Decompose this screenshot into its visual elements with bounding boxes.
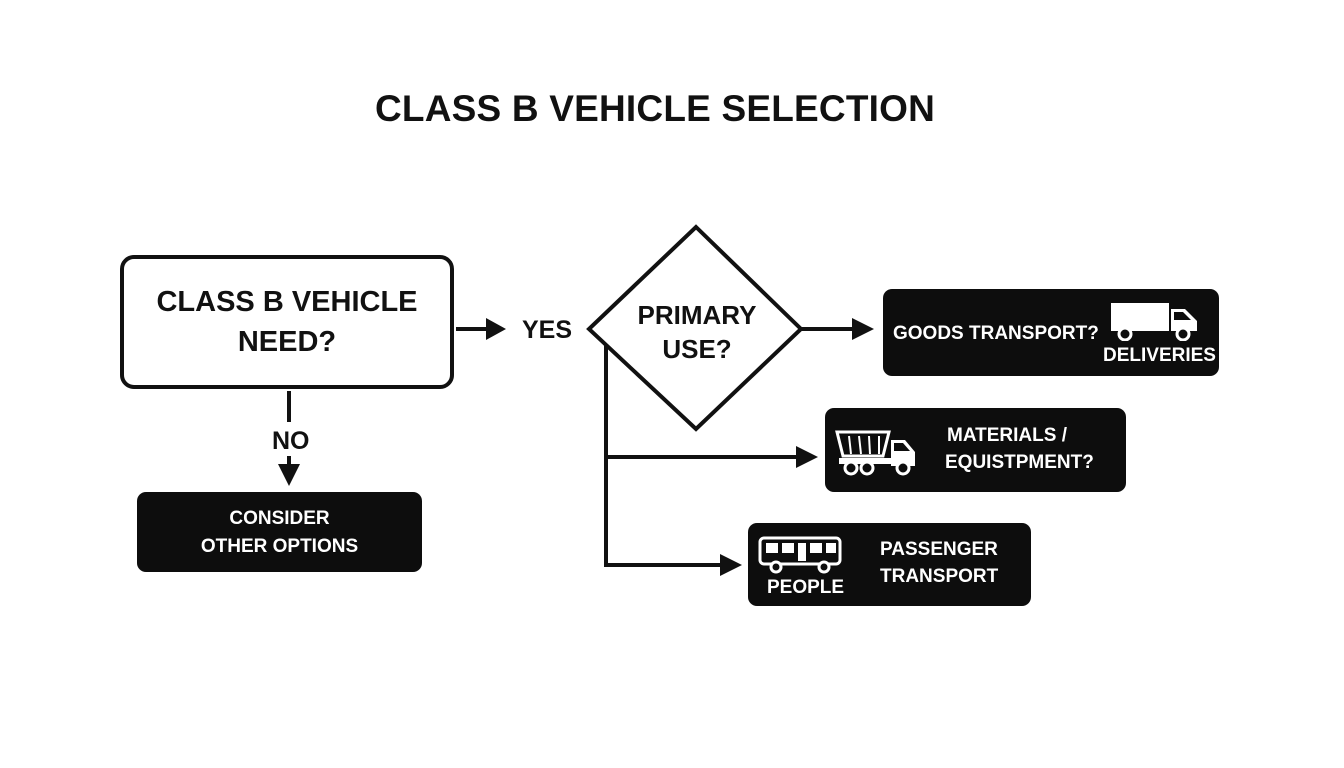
decision-line2: USE? [662, 334, 732, 364]
box-truck-icon [1111, 303, 1197, 341]
bus-icon [758, 536, 842, 574]
decision-line1: PRIMARY [637, 300, 757, 330]
start-line1: CLASS B VEHICLE [156, 286, 418, 318]
consider-box: CONSIDER OTHER OPTIONS [137, 492, 422, 572]
materials-line2: EQUISTPMENT? [945, 452, 1094, 473]
goods-question: GOODS TRANSPORT? [893, 323, 1099, 344]
decision-text: PRIMARY USE? [614, 298, 780, 366]
passenger-line2: TRANSPORT [880, 566, 999, 587]
materials-box: MATERIALS / EQUISTPMENT? [825, 408, 1126, 492]
start-line2: NEED? [237, 326, 337, 358]
arrowhead-goods [852, 318, 874, 340]
diagram-title: CLASS B VEHICLE SELECTION [374, 88, 936, 129]
materials-line1: MATERIALS / [947, 425, 1067, 446]
passenger-sublabel: PEOPLE [767, 577, 845, 598]
consider-line2: OTHER OPTIONS [200, 536, 359, 557]
yes-label: YES [522, 316, 573, 344]
arrowhead-passenger [720, 554, 742, 576]
dump-truck-icon [835, 430, 915, 476]
arrowhead-consider [278, 464, 300, 486]
consider-line1: CONSIDER [229, 508, 330, 529]
start-box: CLASS B VEHICLE NEED? [120, 255, 454, 389]
passenger-line1: PASSENGER [880, 539, 998, 560]
passenger-box: PASSENGER TRANSPORT PEOPLE [748, 523, 1031, 606]
goods-box: GOODS TRANSPORT? DELIVERIES [883, 289, 1219, 376]
arrowhead-yes [486, 318, 506, 340]
decision-diamond [586, 224, 804, 432]
arrowhead-materials [796, 446, 818, 468]
no-label: NO [272, 427, 310, 455]
goods-sublabel: DELIVERIES [1103, 345, 1216, 366]
